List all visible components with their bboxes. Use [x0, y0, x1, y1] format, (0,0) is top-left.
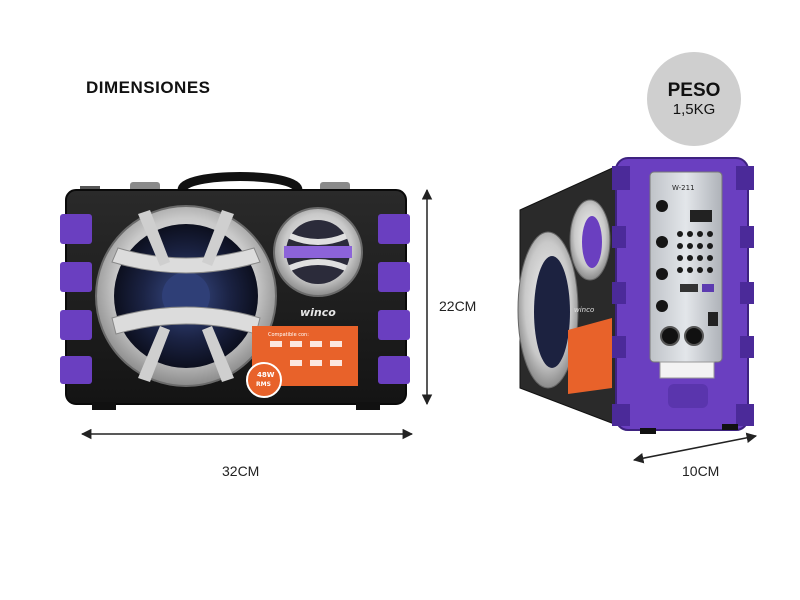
- page-title: DIMENSIONES: [86, 78, 211, 97]
- weight-value: 1,5KG: [672, 100, 716, 118]
- width-label: 32CM: [222, 463, 260, 479]
- power-unit: RMS: [256, 381, 271, 388]
- speaker-front-view: winco Compatible con: 48W RMS: [60, 172, 410, 410]
- compat-title: Compatible con:: [268, 332, 309, 338]
- depth-label: 10CM: [682, 463, 720, 479]
- model-label: W-211: [672, 184, 695, 192]
- speaker-side-view: winco W-211: [517, 157, 754, 434]
- height-label: 22CM: [439, 298, 477, 314]
- power-rating: 48W: [257, 371, 275, 379]
- brand-logo: winco: [300, 306, 336, 319]
- weight-badge: PESO 1,5KG: [647, 52, 741, 146]
- weight-title: PESO: [667, 79, 721, 101]
- brand-logo-side: winco: [574, 306, 594, 314]
- depth-arrow: [632, 432, 758, 464]
